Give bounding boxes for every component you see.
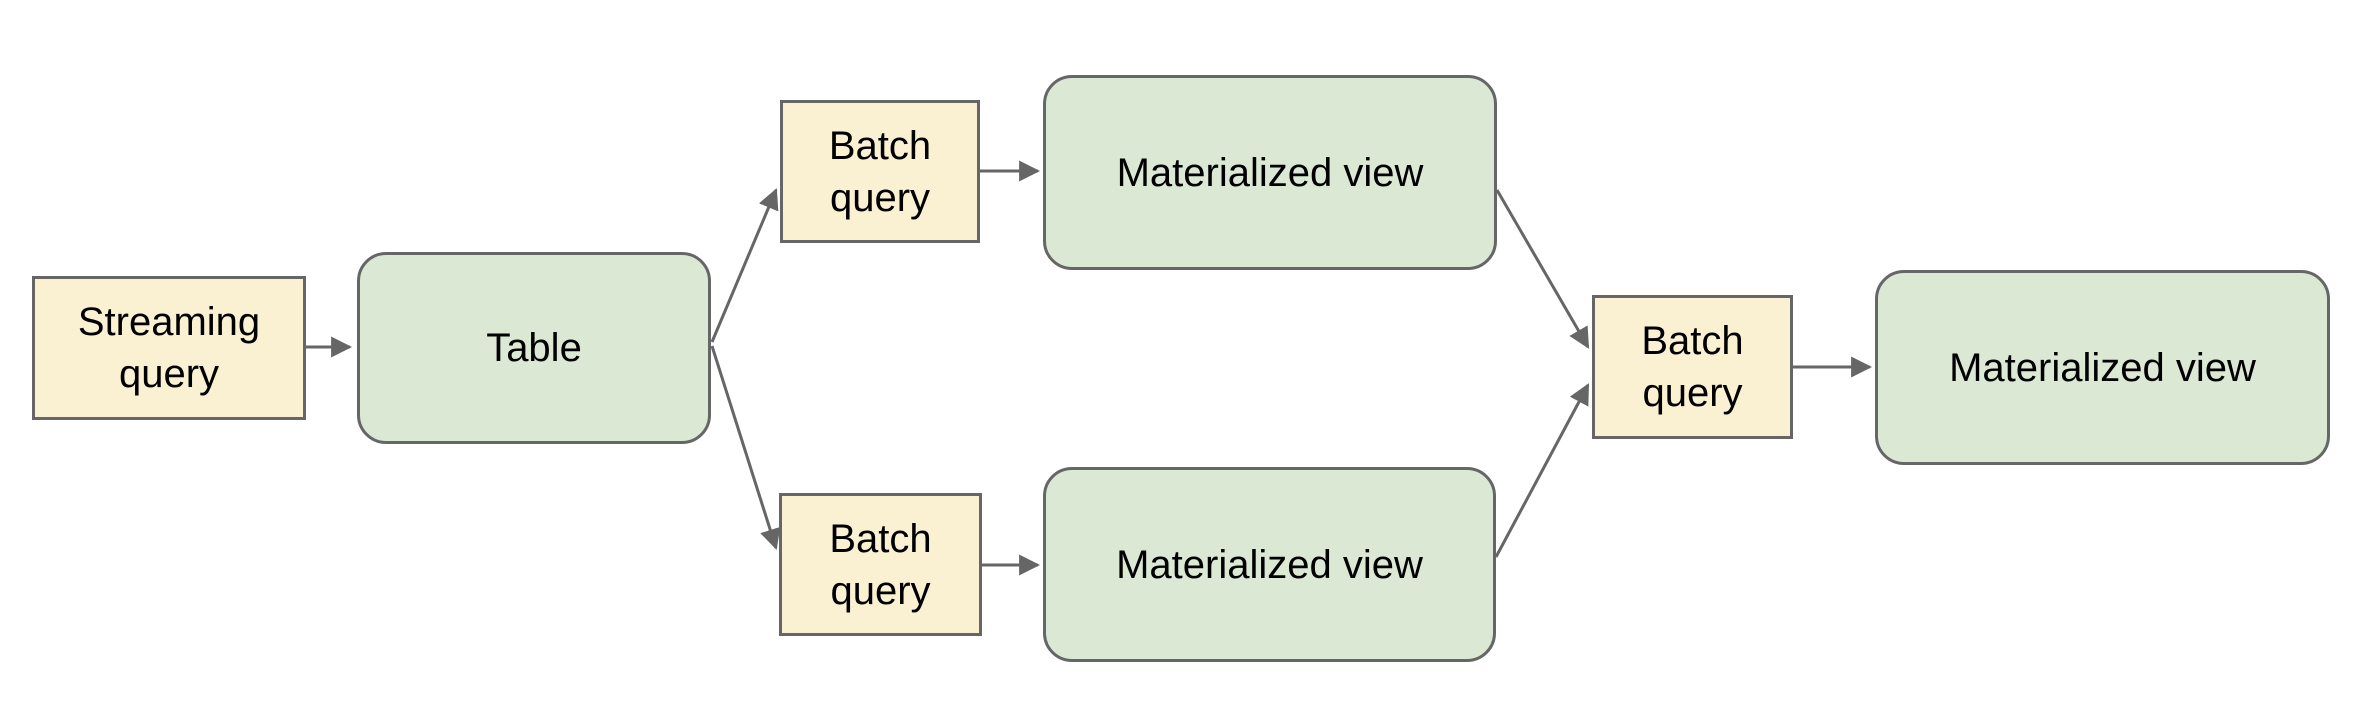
node-batch-query-right-label: Batch query [1641,319,1744,415]
arrow-table-to-batch-query-bottom [710,345,781,551]
node-materialized-view-bottom: Materialized view [1043,467,1496,662]
node-table-label: Table [486,326,582,370]
node-materialized-view-top-label: Materialized view [1116,150,1424,195]
node-batch-query-right: Batch query [1592,295,1793,439]
node-streaming-query: Streaming query [32,276,306,420]
node-batch-query-top-label: Batch query [828,123,932,220]
node-streaming-query-label: Streaming query [77,300,261,396]
node-batch-query-bottom-label: Batch query [829,516,932,613]
arrow-materialized-view-top-to-batch-query-right [1495,189,1590,349]
node-table: Table [357,252,711,444]
arrow-materialized-view-bottom-to-batch-query-right [1494,383,1590,558]
arrow-table-to-batch-query-top [710,188,779,343]
node-materialized-view-bottom-label: Materialized view [1116,542,1423,587]
node-materialized-view-top: Materialized view [1043,75,1497,270]
node-batch-query-bottom: Batch query [779,493,982,636]
node-materialized-view-right-label: Materialized view [1949,345,2256,390]
node-materialized-view-right: Materialized view [1875,270,2330,465]
node-batch-query-top: Batch query [780,100,980,243]
